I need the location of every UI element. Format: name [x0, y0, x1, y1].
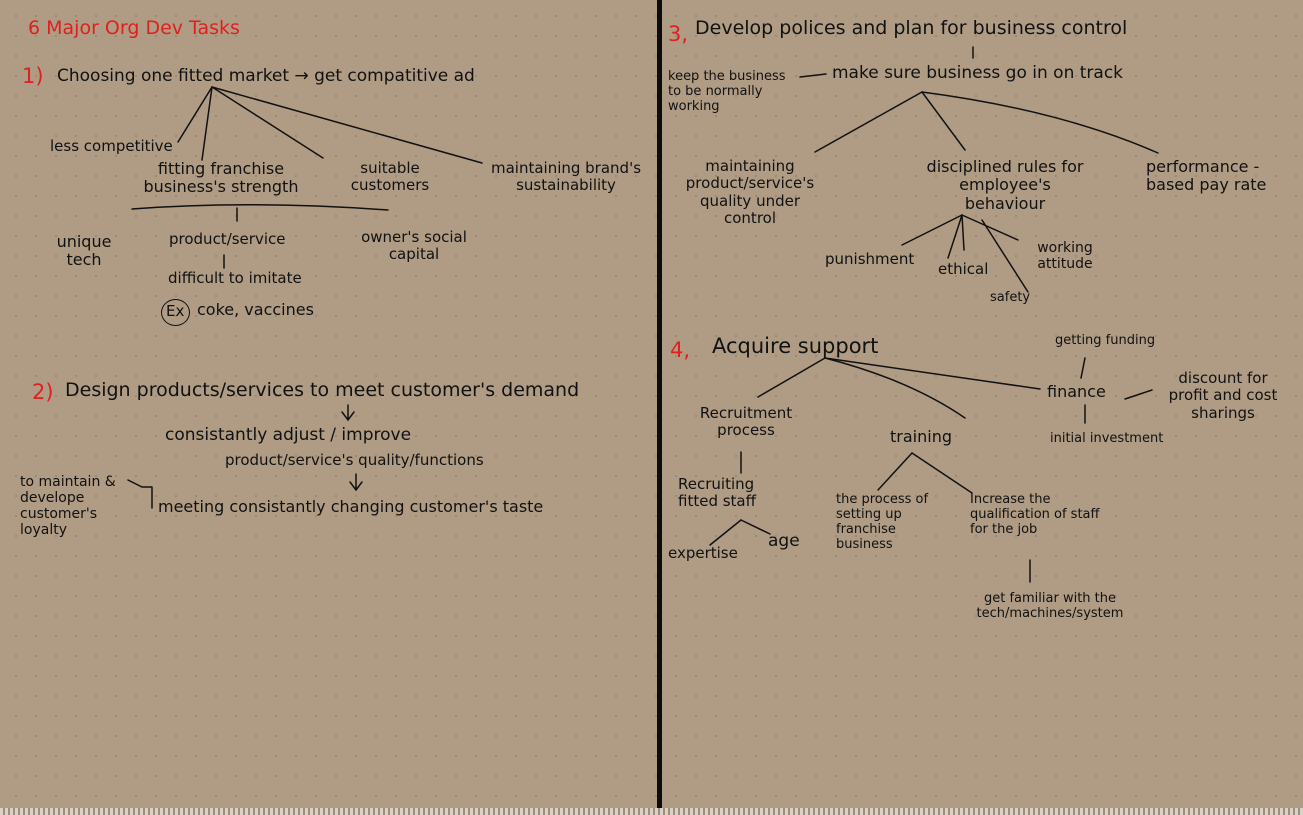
- notebook-spine: [657, 0, 662, 815]
- notebook-page-edge: [0, 808, 1303, 815]
- example-text: coke, vaccines: [197, 300, 314, 319]
- task3-side-note: keep the business to be normally working: [668, 69, 786, 114]
- task2-step2: product/service's quality/functions: [225, 451, 484, 469]
- task1-number: 1): [22, 64, 44, 88]
- task2-step3: meeting consistantly changing customer's…: [158, 497, 544, 516]
- rule-safety: safety: [990, 290, 1031, 305]
- task1-branch-sustainability: maintaining brand's sustainability: [490, 159, 642, 195]
- strength-product-service: product/service: [169, 230, 286, 248]
- task1-branch-customers: suitable customers: [350, 159, 430, 195]
- task2-number: 2): [32, 380, 54, 404]
- task4-branch-recruitment: Recruitment process: [699, 404, 793, 440]
- task1-branch-strength: fitting franchise business's strength: [143, 159, 299, 197]
- task3-heading: Develop polices and plan for business co…: [695, 17, 1128, 39]
- task2-heading: Design products/services to meet custome…: [65, 379, 580, 401]
- product-note: difficult to imitate: [168, 269, 302, 287]
- strength-unique-tech: unique tech: [56, 232, 112, 270]
- training-setup: the process of setting up franchise busi…: [836, 492, 929, 552]
- task3-number: 3,: [668, 22, 689, 46]
- task4-number: 4,: [670, 338, 691, 362]
- finance-discount: discount for profit and cost sharings: [1168, 369, 1278, 422]
- recruit-leaf-expertise: expertise: [668, 544, 738, 562]
- task3-goal: make sure business go in on track: [832, 63, 1124, 83]
- rule-punishment: punishment: [825, 250, 915, 268]
- finance-initial-investment: initial investment: [1050, 431, 1164, 446]
- rule-ethical: ethical: [938, 260, 989, 278]
- task3-branch-rules: disciplined rules for employee's behavio…: [926, 157, 1084, 213]
- strength-social-capital: owner's social capital: [361, 228, 467, 264]
- task3-branch-pay: performance - based pay rate: [1146, 157, 1267, 195]
- task4-heading: Acquire support: [712, 334, 879, 358]
- task1-heading: Choosing one fitted market → get compati…: [57, 66, 475, 86]
- training-qualification: Increase the qualification of staff for …: [970, 492, 1100, 537]
- task3-branch-quality: maintaining product/service's quality un…: [685, 157, 815, 227]
- recruit-leaf-age: age: [768, 531, 800, 551]
- task2-step1: consistantly adjust / improve: [165, 425, 412, 445]
- task4-branch-finance: finance: [1047, 382, 1106, 401]
- example-circle: [161, 299, 190, 326]
- notebook-left-page: [0, 0, 657, 815]
- task1-branch-less-competitive: less competitive: [50, 137, 173, 155]
- example-marker: Ex: [166, 302, 185, 320]
- page-title: 6 Major Org Dev Tasks: [28, 17, 240, 39]
- recruit-sub: Recruiting fitted staff: [678, 475, 756, 511]
- task2-side-note: to maintain & develope customer's loyalt…: [20, 474, 116, 539]
- finance-funding: getting funding: [1055, 333, 1156, 348]
- rule-working-attitude: working attitude: [1037, 240, 1093, 273]
- task4-branch-training: training: [890, 427, 952, 446]
- training-note: get familiar with the tech/machines/syst…: [976, 591, 1124, 621]
